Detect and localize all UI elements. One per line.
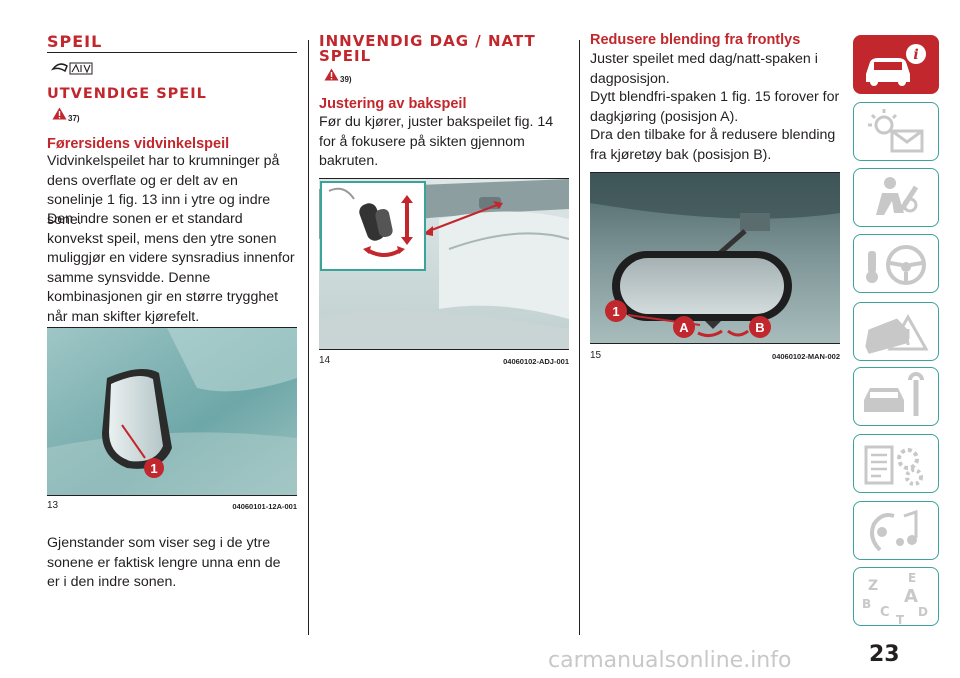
mirror-symbol-icon	[50, 62, 93, 75]
figure-number: 15	[590, 350, 602, 361]
subsection-title: UTVENDIGE SPEIL	[47, 86, 207, 102]
day-night-mirror-illustration: 1 A B	[590, 173, 840, 343]
figure-code: 04060102-MAN-002	[772, 352, 840, 361]
page-number: 23	[869, 642, 900, 667]
warning-ref: 37)	[68, 114, 80, 123]
index-letter-e: E	[908, 571, 916, 585]
paragraph-3: Gjenstander som viser seg i de ytre sone…	[47, 535, 281, 590]
section-title: SPEIL	[47, 32, 103, 51]
section-title: INNVENDIG DAG / NATT SPEIL	[319, 32, 536, 65]
index-letter-c: C	[880, 605, 890, 620]
car-service-icon	[864, 372, 924, 416]
warning-lights-icon	[868, 109, 924, 153]
figure-number: 14	[319, 355, 331, 366]
airbag-seat-icon	[876, 177, 919, 215]
heading-adjust-mirror: Justering av bakspeil	[319, 96, 467, 112]
index-letter-d: D	[918, 605, 928, 619]
figure-14-adjust-mirror	[319, 178, 570, 350]
warning-triangle-icon	[52, 107, 67, 120]
watermark: carmanualsonline.info	[548, 648, 792, 673]
paragraph-2: Den indre sonen er et standard konvekst …	[47, 211, 295, 325]
figure-15-day-night-lever: 1 A B	[590, 172, 840, 344]
paragraph-3: Dra den tilbake for å redusere blending …	[590, 127, 836, 163]
figure-13-exterior-mirror: 1	[47, 327, 297, 496]
index-letter-t: T	[896, 613, 905, 627]
heading-wide-angle-mirror: Førersidens vidvinkelspeil	[47, 136, 230, 152]
figure-number: 13	[47, 500, 59, 511]
callout-a: A	[679, 320, 689, 335]
column-divider	[308, 40, 309, 635]
callout-1: 1	[612, 304, 619, 319]
tab-safety[interactable]	[853, 168, 939, 227]
tab-emergency[interactable]	[853, 302, 939, 361]
callout-1: 1	[150, 461, 157, 476]
heading-reduce-glare: Redusere blending fra frontlys	[590, 32, 801, 48]
car-info-icon: i	[866, 44, 926, 86]
warning-triangle-icon	[324, 68, 339, 81]
section-rule	[47, 52, 297, 53]
tab-technical-data[interactable]	[853, 434, 939, 493]
tab-index[interactable]: Z E B A C D T	[853, 567, 939, 627]
callout-marker	[144, 458, 164, 478]
index-letter-b: B	[862, 597, 871, 611]
tab-warning-lights[interactable]	[853, 102, 939, 161]
tab-servicing[interactable]	[853, 367, 939, 426]
interior-mirror-adjust-illustration	[319, 179, 570, 349]
breakdown-icon	[865, 313, 929, 354]
steering-wheel-icon	[866, 245, 926, 285]
exterior-mirror-illustration: 1	[47, 328, 297, 495]
figure-code: 04060102-ADJ-001	[503, 357, 569, 366]
paragraph-1: Vidvinkelspeilet har to krumninger på de…	[47, 153, 280, 228]
callout-b: B	[755, 320, 764, 335]
paragraph-1: Juster speilet med dag/natt-spaken i dag…	[590, 51, 818, 87]
multimedia-icon	[870, 509, 918, 552]
tab-car-info[interactable]: i	[853, 35, 939, 94]
warning-ref: 39)	[340, 75, 352, 84]
tab-multimedia[interactable]	[853, 501, 939, 560]
paragraph-1: Før du kjører, juster bakspeilet fig. 14…	[319, 114, 554, 169]
specifications-icon	[864, 445, 923, 486]
tab-starting-driving[interactable]	[853, 234, 939, 293]
column-divider	[579, 40, 580, 635]
index-letter-z: Z	[868, 578, 878, 594]
index-letter-a: A	[904, 586, 918, 607]
svg-text:i: i	[913, 47, 918, 63]
figure-code: 04060101-12A-001	[232, 502, 297, 511]
index-letters-icon: Z E B A C D T	[862, 571, 928, 627]
paragraph-2: Dytt blendfri-spaken 1 fig. 15 forover f…	[590, 89, 840, 125]
